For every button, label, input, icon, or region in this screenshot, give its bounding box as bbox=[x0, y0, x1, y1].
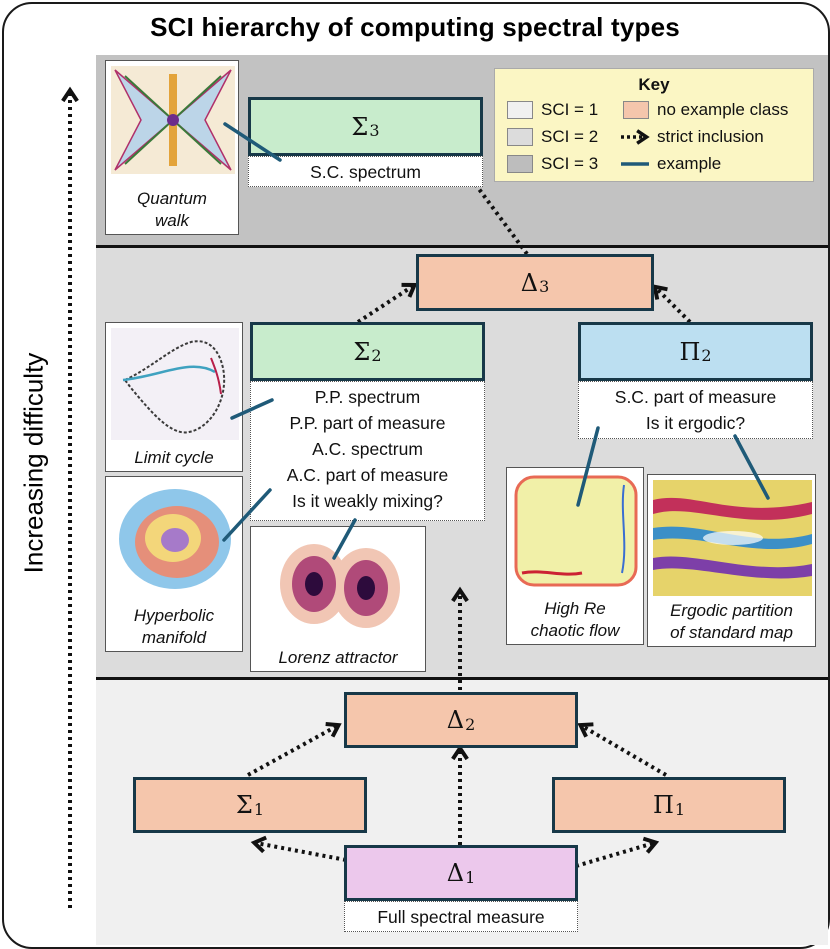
limit-cycle-caption: Limit cycle bbox=[134, 448, 214, 467]
arrow-pi1-delta2 bbox=[577, 722, 668, 777]
example-list-delta1: Full spectral measure bbox=[344, 901, 578, 932]
legend-label-sci2: SCI = 2 bbox=[541, 127, 599, 146]
connector-quantum-walk bbox=[223, 122, 282, 162]
connector-ergodic bbox=[733, 434, 770, 500]
legend-label-strict-inclusion: strict inclusion bbox=[657, 127, 764, 146]
limit-cycle-image bbox=[111, 328, 239, 440]
ergodic-partition-image bbox=[653, 480, 812, 596]
hyperbolic-manifold-image bbox=[111, 482, 239, 596]
legend-label-no-example: no example class bbox=[657, 100, 789, 119]
example-list-pi2: S.C. part of measure Is it ergodic? bbox=[578, 381, 813, 439]
connector-chaotic-flow bbox=[576, 426, 600, 507]
quantum-walk-image bbox=[111, 66, 235, 174]
legend-swatch-no-example bbox=[623, 101, 649, 119]
legend-symbols bbox=[621, 129, 650, 166]
legend-label-sci3: SCI = 3 bbox=[541, 154, 599, 173]
arrow-delta3-sigma3 bbox=[455, 157, 529, 256]
connector-limit-cycle bbox=[230, 398, 274, 420]
lorenz-attractor-caption: Lorenz attractor bbox=[278, 648, 398, 667]
connector-lorenz bbox=[332, 518, 357, 560]
arrow-delta1-sigma1 bbox=[250, 835, 347, 862]
legend-label-example: example bbox=[657, 154, 722, 173]
level-separator bbox=[96, 677, 828, 680]
example-list-sigma2: P.P. spectrum P.P. part of measure A.C. … bbox=[250, 381, 485, 521]
arrow-sigma1-delta2 bbox=[247, 722, 342, 777]
legend-swatch-sci2 bbox=[507, 128, 533, 146]
limit-cycle-thumbnail: Limit cycle bbox=[105, 322, 243, 472]
connector-hyperbolic bbox=[222, 488, 272, 542]
legend-swatch-sci3 bbox=[507, 155, 533, 173]
figure-title: SCI hierarchy of computing spectral type… bbox=[150, 12, 680, 42]
legend: Key SCI = 1 SCI = 2 SCI = 3 no example c… bbox=[494, 68, 814, 182]
legend-label-sci1: SCI = 1 bbox=[541, 100, 599, 119]
legend-swatch-sci1 bbox=[507, 101, 533, 119]
legend-title: Key bbox=[638, 75, 670, 94]
level-separator bbox=[96, 245, 828, 248]
example-list-sigma3: S.C. spectrum bbox=[248, 156, 483, 187]
arrow-pi2-delta3 bbox=[652, 284, 692, 324]
chaotic-flow-image bbox=[512, 473, 640, 589]
